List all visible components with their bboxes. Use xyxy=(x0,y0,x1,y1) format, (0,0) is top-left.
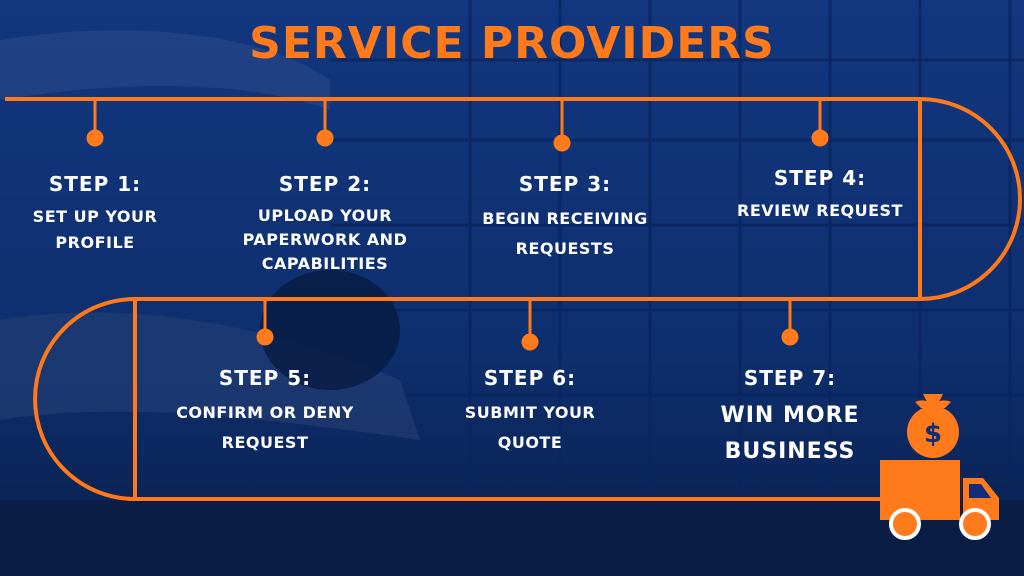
step-text-line: REVIEW REQUEST xyxy=(737,201,903,220)
step-text: CONFIRM OR DENY REQUEST xyxy=(160,398,370,458)
page-title: SERVICE PROVIDERS xyxy=(249,18,775,69)
step-text-line: BEGIN RECEIVING xyxy=(482,209,648,228)
step-text-line: REQUEST xyxy=(221,433,309,452)
step-text-line: QUOTE xyxy=(497,433,563,452)
step-text: SUBMIT YOUR QUOTE xyxy=(435,398,625,458)
step-heading: STEP 1: xyxy=(48,172,142,196)
step-text-line: WIN MORE xyxy=(720,403,860,428)
step-6: STEP 6: SUBMIT YOUR QUOTE xyxy=(435,366,625,458)
step-text-line: PAPERWORK AND xyxy=(242,230,408,249)
money-bag-icon: $ xyxy=(907,394,959,458)
step-4: STEP 4: REVIEW REQUEST xyxy=(720,166,920,224)
step-text-line: CONFIRM OR DENY xyxy=(176,403,354,422)
step-text-line: UPLOAD YOUR xyxy=(257,206,393,225)
step-text-line: CAPABILITIES xyxy=(261,254,389,273)
step-7: STEP 7: WIN MORE BUSINESS xyxy=(700,366,880,470)
step-text: REVIEW REQUEST xyxy=(720,198,920,224)
step-text-line: SUBMIT YOUR xyxy=(464,403,596,422)
step-text-line: BUSINESS xyxy=(724,439,856,464)
step-text-line: PROFILE xyxy=(55,233,135,252)
step-1: STEP 1: SET UP YOUR PROFILE xyxy=(15,172,175,256)
step-text-line: REQUESTS xyxy=(515,239,615,258)
step-5: STEP 5: CONFIRM OR DENY REQUEST xyxy=(160,366,370,458)
step-text-line: SET UP YOUR xyxy=(32,207,158,226)
step-text: WIN MORE BUSINESS xyxy=(700,398,880,470)
delivery-truck-icon: $ xyxy=(880,394,999,540)
step-text: BEGIN RECEIVING REQUESTS xyxy=(465,204,665,264)
step-3: STEP 3: BEGIN RECEIVING REQUESTS xyxy=(465,172,665,264)
step-text: SET UP YOUR PROFILE xyxy=(15,204,175,256)
step-heading: STEP 3: xyxy=(518,172,612,196)
step-heading: STEP 5: xyxy=(218,366,312,390)
timeline-pin-icon xyxy=(86,99,829,351)
step-heading: STEP 4: xyxy=(773,166,867,190)
step-text: UPLOAD YOUR PAPERWORK AND CAPABILITIES xyxy=(240,204,410,276)
step-heading: STEP 7: xyxy=(743,366,837,390)
step-heading: STEP 6: xyxy=(483,366,577,390)
step-2: STEP 2: UPLOAD YOUR PAPERWORK AND CAPABI… xyxy=(240,172,410,276)
svg-text:$: $ xyxy=(924,419,942,449)
step-heading: STEP 2: xyxy=(278,172,372,196)
